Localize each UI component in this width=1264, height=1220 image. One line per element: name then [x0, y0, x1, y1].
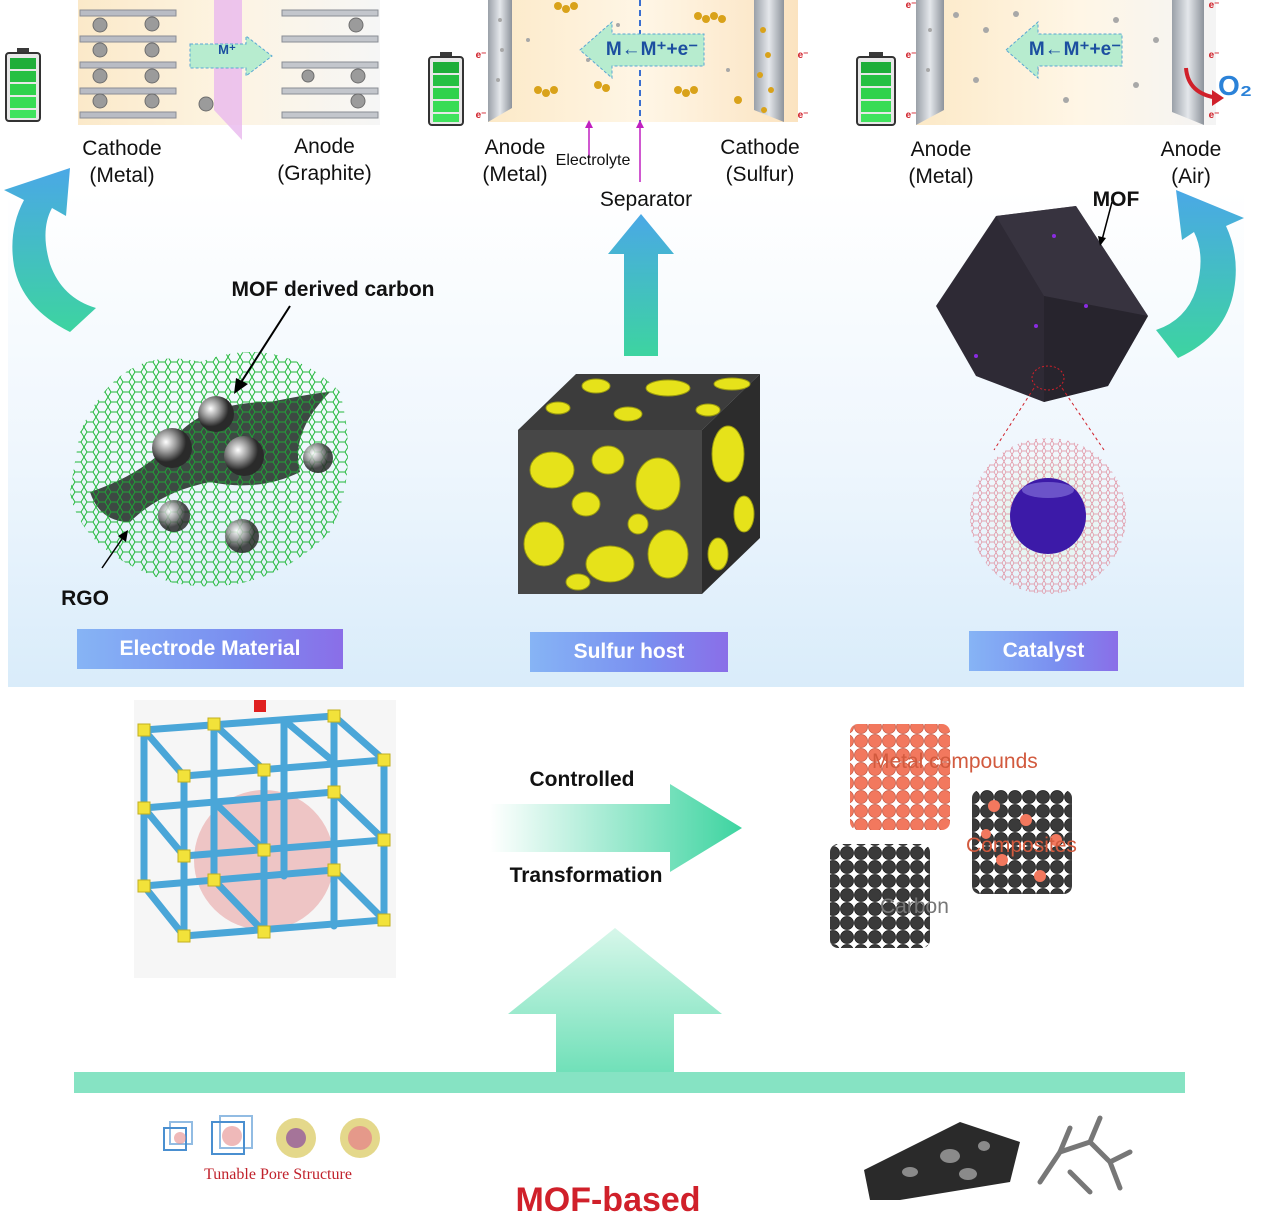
liion-left-label-2: (Metal): [89, 164, 155, 187]
battery-icon: [856, 52, 896, 126]
liion-separator: [214, 0, 242, 140]
electron-icon: e⁻: [905, 50, 917, 61]
tunable-pore-icons: [163, 1115, 380, 1158]
mof-derived-carbon-label: MOF derived carbon: [231, 278, 435, 301]
lis-right-label-1: Cathode: [720, 136, 800, 159]
mof-derivatives-illustration: [830, 724, 1072, 948]
liion-ion-arrow: [189, 34, 273, 78]
liion-right-label-1: Anode: [294, 135, 355, 158]
tunable-pore-structure-label: Tunable Pore Structure: [204, 1166, 352, 1183]
liair-right-label-2: (Air): [1171, 165, 1211, 188]
mof-based-title: MOF-based: [515, 1181, 701, 1219]
mof-lattice: [134, 700, 396, 978]
electron-icon: e⁻: [797, 50, 809, 61]
carbon-label: Carbon: [880, 895, 949, 918]
electron-icon: e⁻: [1208, 0, 1220, 11]
bottom-base-bar: [74, 1072, 1185, 1093]
lis-pointers: [585, 120, 644, 182]
electron-icon: e⁻: [905, 110, 917, 121]
mof-3d-structures: [864, 1115, 1133, 1200]
o2-label: O₂: [1218, 70, 1253, 101]
anode-layers: [198, 9, 379, 119]
liair-right-label-1: Anode: [1160, 138, 1222, 161]
liion-left-label-1: Cathode: [82, 137, 162, 160]
liair-left-label-1: Anode: [910, 138, 972, 161]
separator-label: Separator: [599, 188, 693, 211]
electron-icon: e⁻: [1208, 110, 1220, 121]
curved-arrow-left: [4, 168, 96, 332]
lis-ion-arrow: [579, 20, 705, 80]
composites-label: Composites: [966, 834, 1077, 857]
battery-icon: [428, 52, 464, 126]
liair-ion-arrow: [1005, 20, 1123, 80]
mof-polyhedron: [936, 201, 1148, 402]
lis-ion-label: M←M⁺+e⁻: [605, 39, 699, 60]
liair-left-label-2: (Metal): [908, 165, 974, 188]
battery-icon: [5, 48, 41, 122]
electrode-material-tag: Electrode Material: [77, 629, 343, 669]
catalyst-zoom: [970, 365, 1126, 594]
mof-label: MOF: [1092, 188, 1140, 211]
rgo-label: RGO: [61, 587, 109, 610]
controlled-transformation-arrow: [490, 784, 742, 872]
electron-icon: e⁻: [475, 110, 487, 121]
electron-icon: e⁻: [797, 110, 809, 121]
lis-electrodes: [488, 0, 784, 122]
electron-icon: e⁻: [1208, 50, 1220, 61]
bottom-up-arrow: [508, 928, 722, 1074]
rgo-mof-illustration: [70, 305, 348, 587]
sulfur-host-cube: [518, 374, 760, 594]
electron-icon: e⁻: [905, 0, 917, 11]
lis-left-label-1: Anode: [484, 136, 546, 159]
transformation-label: Transformation: [509, 864, 663, 887]
liair-ion-label: M←M⁺+e⁻: [1028, 39, 1122, 60]
lis-right-label-2: (Sulfur): [725, 163, 795, 186]
electrolyte-label: Electrolyte: [555, 152, 631, 169]
catalyst-tag: Catalyst: [969, 631, 1118, 671]
lis-left-label-2: (Metal): [482, 163, 548, 186]
o2-curve-arrow-icon: [1184, 67, 1224, 106]
cathode-layers: [79, 9, 177, 119]
sulfur-host-tag: Sulfur host: [530, 632, 728, 672]
liion-right-label-2: (Graphite): [277, 162, 372, 185]
liion-ion-label: M⁺: [218, 42, 236, 57]
curved-arrow-right: [1156, 190, 1244, 358]
metal-compounds-label: Metal compounds: [872, 750, 1038, 773]
electron-icon: e⁻: [475, 50, 487, 61]
controlled-label: Controlled: [529, 768, 635, 791]
straight-arrow-up: [608, 214, 674, 356]
